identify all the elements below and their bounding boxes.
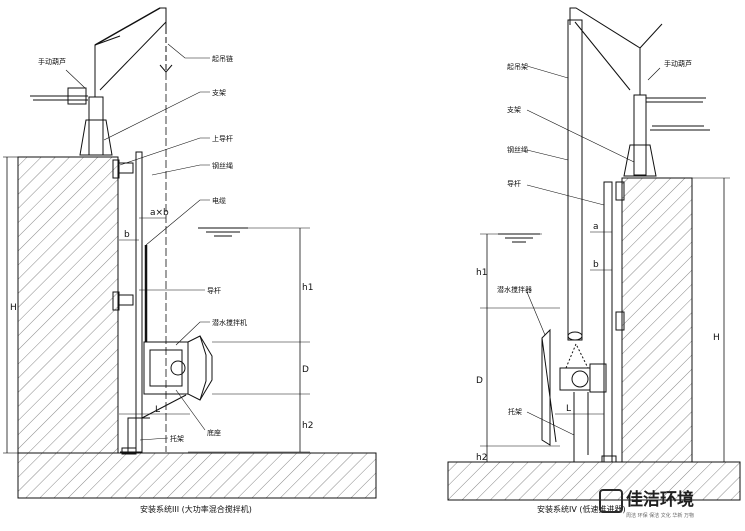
left-label-steel-rope: 钢丝绳 <box>212 161 233 170</box>
watermark-sub: 周洁 环保 保洁 文化 华新 万物 <box>626 512 694 519</box>
right-caption: 安装系统IV (低速推进器) <box>537 504 626 514</box>
left-label-guide-rod: 导杆 <box>207 286 221 295</box>
left-drawing <box>3 7 377 499</box>
left-crane-arm <box>94 7 167 97</box>
right-guide-rod <box>603 181 613 463</box>
left-label-bracket: 支架 <box>212 88 226 97</box>
left-dim-b: b <box>124 230 130 240</box>
right-dim-D: D <box>476 376 483 386</box>
left-dim-h1: h1 <box>302 283 313 293</box>
right-dim-h2: h2 <box>476 453 487 463</box>
right-dim-L: L <box>566 404 571 414</box>
right-dim-b: b <box>593 260 599 270</box>
right-dim-h1: h1 <box>476 268 487 278</box>
left-label-upper-support: 上导杆 <box>212 134 233 143</box>
right-label-mixer: 潜水搅拌器 <box>497 285 532 294</box>
watermark-brand: 佳洁环境 <box>626 489 694 510</box>
watermark-logo: 佳洁环境 周洁 环保 保洁 文化 华新 万物 <box>599 489 694 519</box>
left-dim-D: D <box>302 365 309 375</box>
left-dim-axb: a×b <box>150 208 169 218</box>
right-dim-H: H <box>713 333 720 343</box>
right-label-bracket: 支架 <box>507 105 521 114</box>
right-steel-rope <box>567 19 583 341</box>
left-dim-L: L <box>155 405 160 415</box>
right-bracket-column <box>633 94 647 176</box>
left-wall <box>17 156 119 454</box>
left-label-cable: 电缆 <box>212 196 226 205</box>
right-label-guide-rod: 导杆 <box>507 179 521 188</box>
left-caption: 安装系统III (大功率混合搅拌机) <box>140 504 252 514</box>
left-dim-H: H <box>10 303 17 313</box>
right-label-hand-hoist: 手动葫芦 <box>664 59 692 68</box>
right-drawing <box>447 7 741 501</box>
left-bracket-column <box>88 96 104 156</box>
right-label-lifting-chain: 起吊架 <box>507 63 528 71</box>
right-mixer <box>541 328 607 446</box>
left-guide-rod <box>135 151 143 453</box>
left-label-base: 托架 <box>170 434 184 443</box>
right-ground <box>447 461 741 501</box>
left-dim-h2: h2 <box>302 421 313 431</box>
left-mixer <box>143 335 213 401</box>
right-label-steel-rope: 钢丝绳 <box>507 145 528 154</box>
left-label-lifting-chain: 起吊链 <box>212 54 233 63</box>
right-wall <box>621 177 693 463</box>
right-crane-arm <box>569 7 663 95</box>
left-label-mixer: 潜水搅拌机 <box>212 318 247 327</box>
left-label-lower-bracket: 底座 <box>207 428 221 437</box>
left-ground <box>17 452 377 499</box>
left-label-hand-hoist: 手动葫芦 <box>38 57 66 66</box>
right-dim-a: a <box>593 222 599 232</box>
right-label-base: 托架 <box>508 407 522 416</box>
